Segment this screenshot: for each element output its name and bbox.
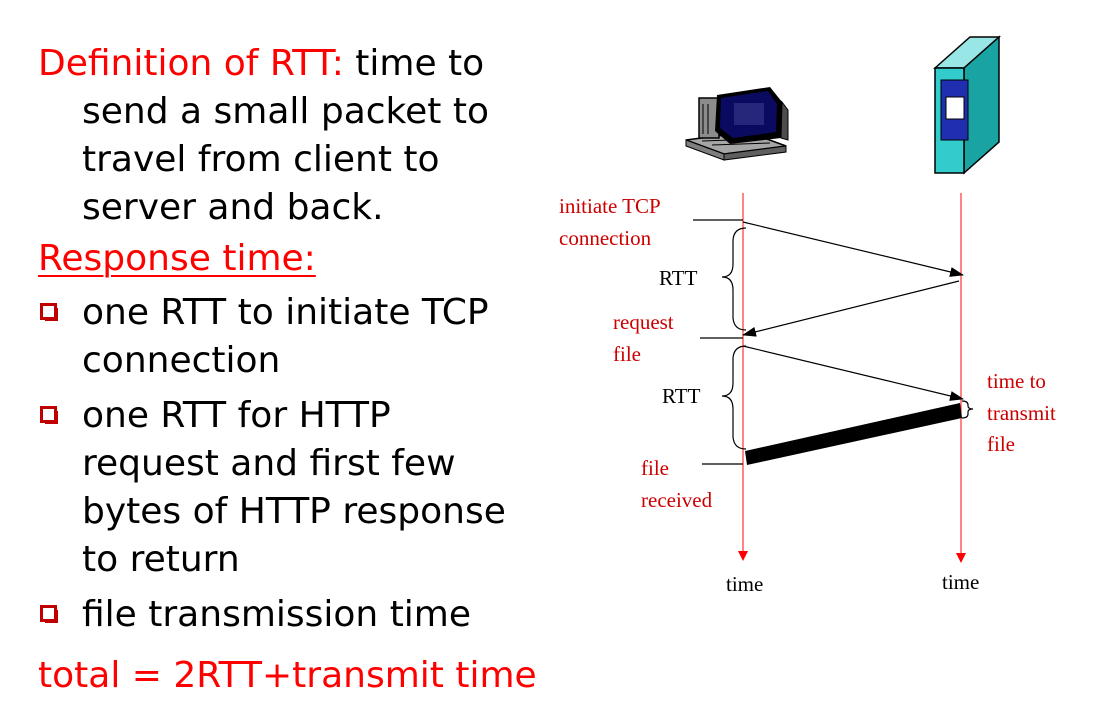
- bullet-line: to return: [82, 539, 240, 580]
- request-file-label: file: [613, 342, 641, 366]
- file-received-label-2: received: [641, 488, 713, 512]
- file-received-label-1: file: [641, 456, 669, 480]
- definition-text-line: send a small packet to: [82, 91, 489, 132]
- rtt-brace-2: [721, 345, 747, 450]
- file-transmission-bar: [745, 403, 962, 465]
- bullet-line: file transmission time: [82, 594, 472, 635]
- rtt-brace-1: [721, 227, 747, 331]
- bullet-item: one RTT to initiate TCP connection: [38, 289, 558, 385]
- synack-arrow: [742, 280, 960, 337]
- server-icon: [933, 35, 1001, 175]
- definition-text-line: server and back.: [82, 187, 384, 228]
- response-heading-row: Response time:: [38, 235, 558, 283]
- rtt-label-2: RTT: [662, 384, 701, 408]
- syn-arrow: [742, 221, 964, 277]
- definition-text-line: travel from client to: [82, 139, 440, 180]
- request-arrow: [742, 345, 964, 401]
- definition-line: Definition of RTT: time to: [38, 40, 558, 88]
- bullet-line: bytes of HTTP response: [82, 491, 506, 532]
- checkbox-bullet-icon: [40, 303, 58, 321]
- definition-text-first: time to: [355, 43, 485, 84]
- initiate-tcp-label: initiate TCP: [559, 194, 661, 218]
- transmit-label-3: file: [987, 432, 1015, 456]
- client-time-label: time: [726, 572, 763, 596]
- rtt-label-1: RTT: [659, 266, 698, 290]
- server-timeline-arrowhead: [956, 553, 966, 563]
- connection-label: connection: [559, 226, 652, 250]
- server-time-label: time: [942, 570, 979, 594]
- explanation-text: Definition of RTT: time to send a small …: [38, 40, 558, 639]
- request-label: request: [613, 310, 674, 334]
- computer-icon: [685, 87, 789, 161]
- definition-term: Definition of RTT:: [38, 43, 344, 84]
- client-timeline-arrowhead: [738, 551, 748, 561]
- transmit-brace: [961, 400, 974, 419]
- checkbox-bullet-icon: [40, 605, 58, 623]
- bullet-line: request and first few: [82, 443, 456, 484]
- bullet-line: one RTT for HTTP: [82, 395, 391, 436]
- checkbox-bullet-icon: [40, 406, 58, 424]
- bullet-item: file transmission time: [38, 591, 558, 639]
- transmit-label-2: transmit: [987, 401, 1056, 425]
- response-heading: Response time:: [38, 238, 316, 279]
- transmit-label-1: time to: [987, 369, 1046, 393]
- total-formula: total = 2RTT+transmit time: [38, 655, 537, 696]
- bullet-line: connection: [82, 340, 281, 381]
- bullet-item: one RTT for HTTP request and first few b…: [38, 392, 558, 584]
- bullet-line: one RTT to initiate TCP: [82, 292, 489, 333]
